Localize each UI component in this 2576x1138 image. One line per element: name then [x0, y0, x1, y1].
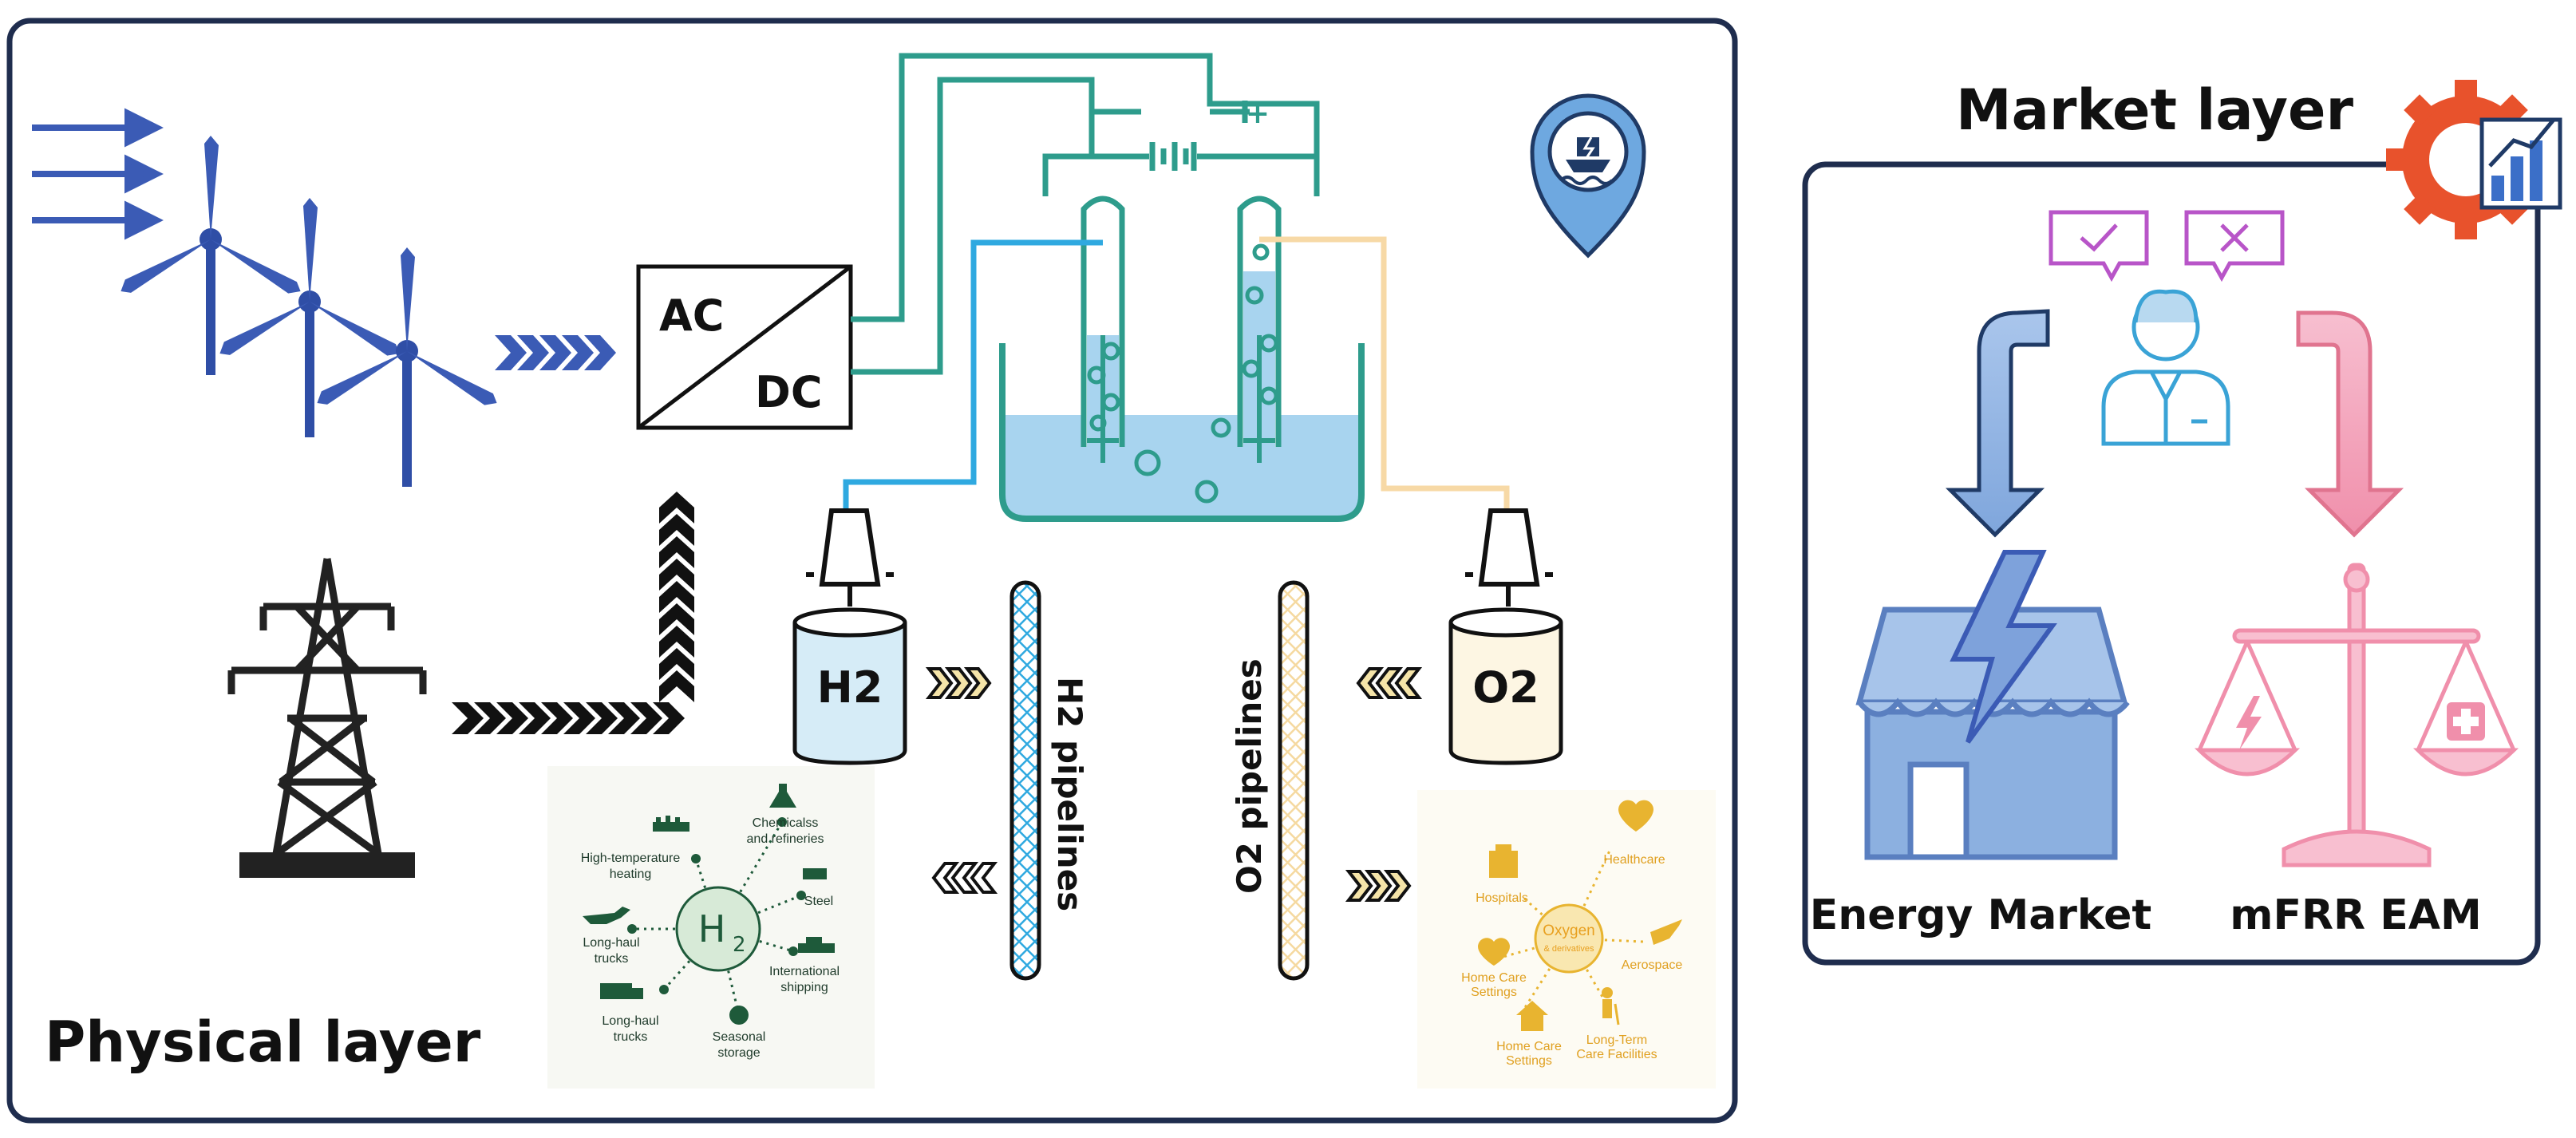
h2-gas-line — [843, 239, 1103, 509]
power-wiring — [851, 53, 1320, 375]
o2-use-label: Aerospace — [1622, 958, 1683, 972]
ship-location-icon — [1530, 93, 1646, 259]
o2-use-label: Settings — [1506, 1054, 1552, 1068]
o2-pipeline-label: O2 pipelines — [1230, 658, 1269, 894]
to-mfrr-arrow — [2296, 310, 2404, 538]
wind-turbine-icon — [121, 136, 497, 487]
o2-use-label: Long-Term — [1586, 1033, 1647, 1047]
check-bubble-icon — [2049, 210, 2149, 283]
h2-use-label: and refineries — [747, 832, 824, 846]
o2-hub-subscript: & derivatives — [1544, 944, 1594, 954]
cross-bubble-icon — [2184, 210, 2285, 283]
h2-use-label: trucks — [595, 952, 629, 966]
h2-uses-panel: H 2 Chemicalss and refineries High-tempe… — [547, 766, 875, 1089]
battery-minus-label: − — [1095, 97, 1118, 128]
h2-tank-label: H2 — [817, 662, 883, 713]
compressor-icon — [1465, 508, 1553, 607]
h2-use-label: Long-haul — [602, 1014, 658, 1028]
scale-icon — [2194, 563, 2519, 867]
o2-pipeline: O2 pipelines — [1230, 580, 1310, 981]
person-icon — [2101, 289, 2230, 446]
o2-gas-line — [1259, 236, 1510, 509]
h2-use-label: High-temperature — [581, 852, 681, 865]
wind-to-converter-chevrons — [495, 335, 616, 370]
market-layer-title: Market layer — [1956, 77, 2354, 143]
mfrr-label: mFRR EAM — [2230, 891, 2481, 939]
wind-arrow-icon — [32, 108, 164, 240]
converter-dc-label: DC — [755, 367, 822, 417]
energy-market-label: Energy Market — [1810, 891, 2151, 939]
h2-to-pipeline-chevrons — [925, 667, 992, 699]
o2-tank-label: O2 — [1472, 662, 1539, 713]
grid-to-converter-chevrons — [452, 492, 694, 734]
converter-ac-label: AC — [659, 290, 724, 341]
h2-use-label: Chemicalss — [753, 816, 819, 830]
o2-use-label: Care Facilities — [1576, 1048, 1657, 1061]
h2-use-label: shipping — [780, 981, 828, 994]
o2-use-label: Healthcare — [1603, 853, 1665, 867]
gear-chart-icon — [2386, 80, 2562, 239]
h2-use-label: trucks — [614, 1030, 648, 1044]
h2-use-label: Seasonal — [713, 1030, 766, 1044]
h2-use-label: Steel — [804, 895, 833, 908]
h2-hub-subscript: 2 — [733, 933, 746, 957]
h2-tank: H2 — [792, 607, 907, 765]
market-layer-frame — [1802, 161, 2541, 966]
transmission-tower-icon — [227, 558, 427, 878]
h2-use-label: Long-haul — [583, 936, 639, 950]
to-energy-market-arrow — [1945, 309, 2050, 538]
o2-tank: O2 — [1448, 607, 1563, 765]
o2-uses-panel: Oxygen & derivatives Healthcare Hospital… — [1417, 790, 1716, 1089]
o2-use-label: Hospitals — [1476, 891, 1528, 905]
physical-layer-title: Physical layer — [45, 1010, 481, 1075]
ac-dc-converter-icon: AC DC — [636, 264, 853, 430]
h2-pipeline-label: H2 pipelines — [1050, 677, 1089, 911]
physical-layer-frame — [6, 18, 1738, 1124]
h2-use-label: International — [769, 965, 840, 978]
o2-to-pipeline-chevrons — [1356, 667, 1423, 699]
h2-pipeline: H2 pipelines — [1009, 580, 1089, 981]
pipeline-to-h2-uses-chevrons — [931, 862, 998, 894]
h2-use-label: storage — [717, 1046, 760, 1060]
h2-hub-label: H — [698, 907, 726, 950]
o2-use-label: Settings — [1471, 986, 1517, 999]
o2-use-label: Home Care — [1461, 971, 1527, 985]
shop-icon — [1855, 550, 2130, 860]
compressor-icon — [806, 508, 894, 607]
battery-icon — [1149, 142, 1197, 171]
o2-hub-label: Oxygen — [1543, 923, 1594, 939]
pipeline-to-o2-uses-chevrons — [1345, 870, 1412, 902]
o2-use-label: Home Care — [1496, 1040, 1562, 1053]
electrolyzer-icon — [999, 196, 1365, 522]
battery-plus-label: + — [1246, 97, 1270, 130]
h2-use-label: heating — [610, 867, 652, 881]
